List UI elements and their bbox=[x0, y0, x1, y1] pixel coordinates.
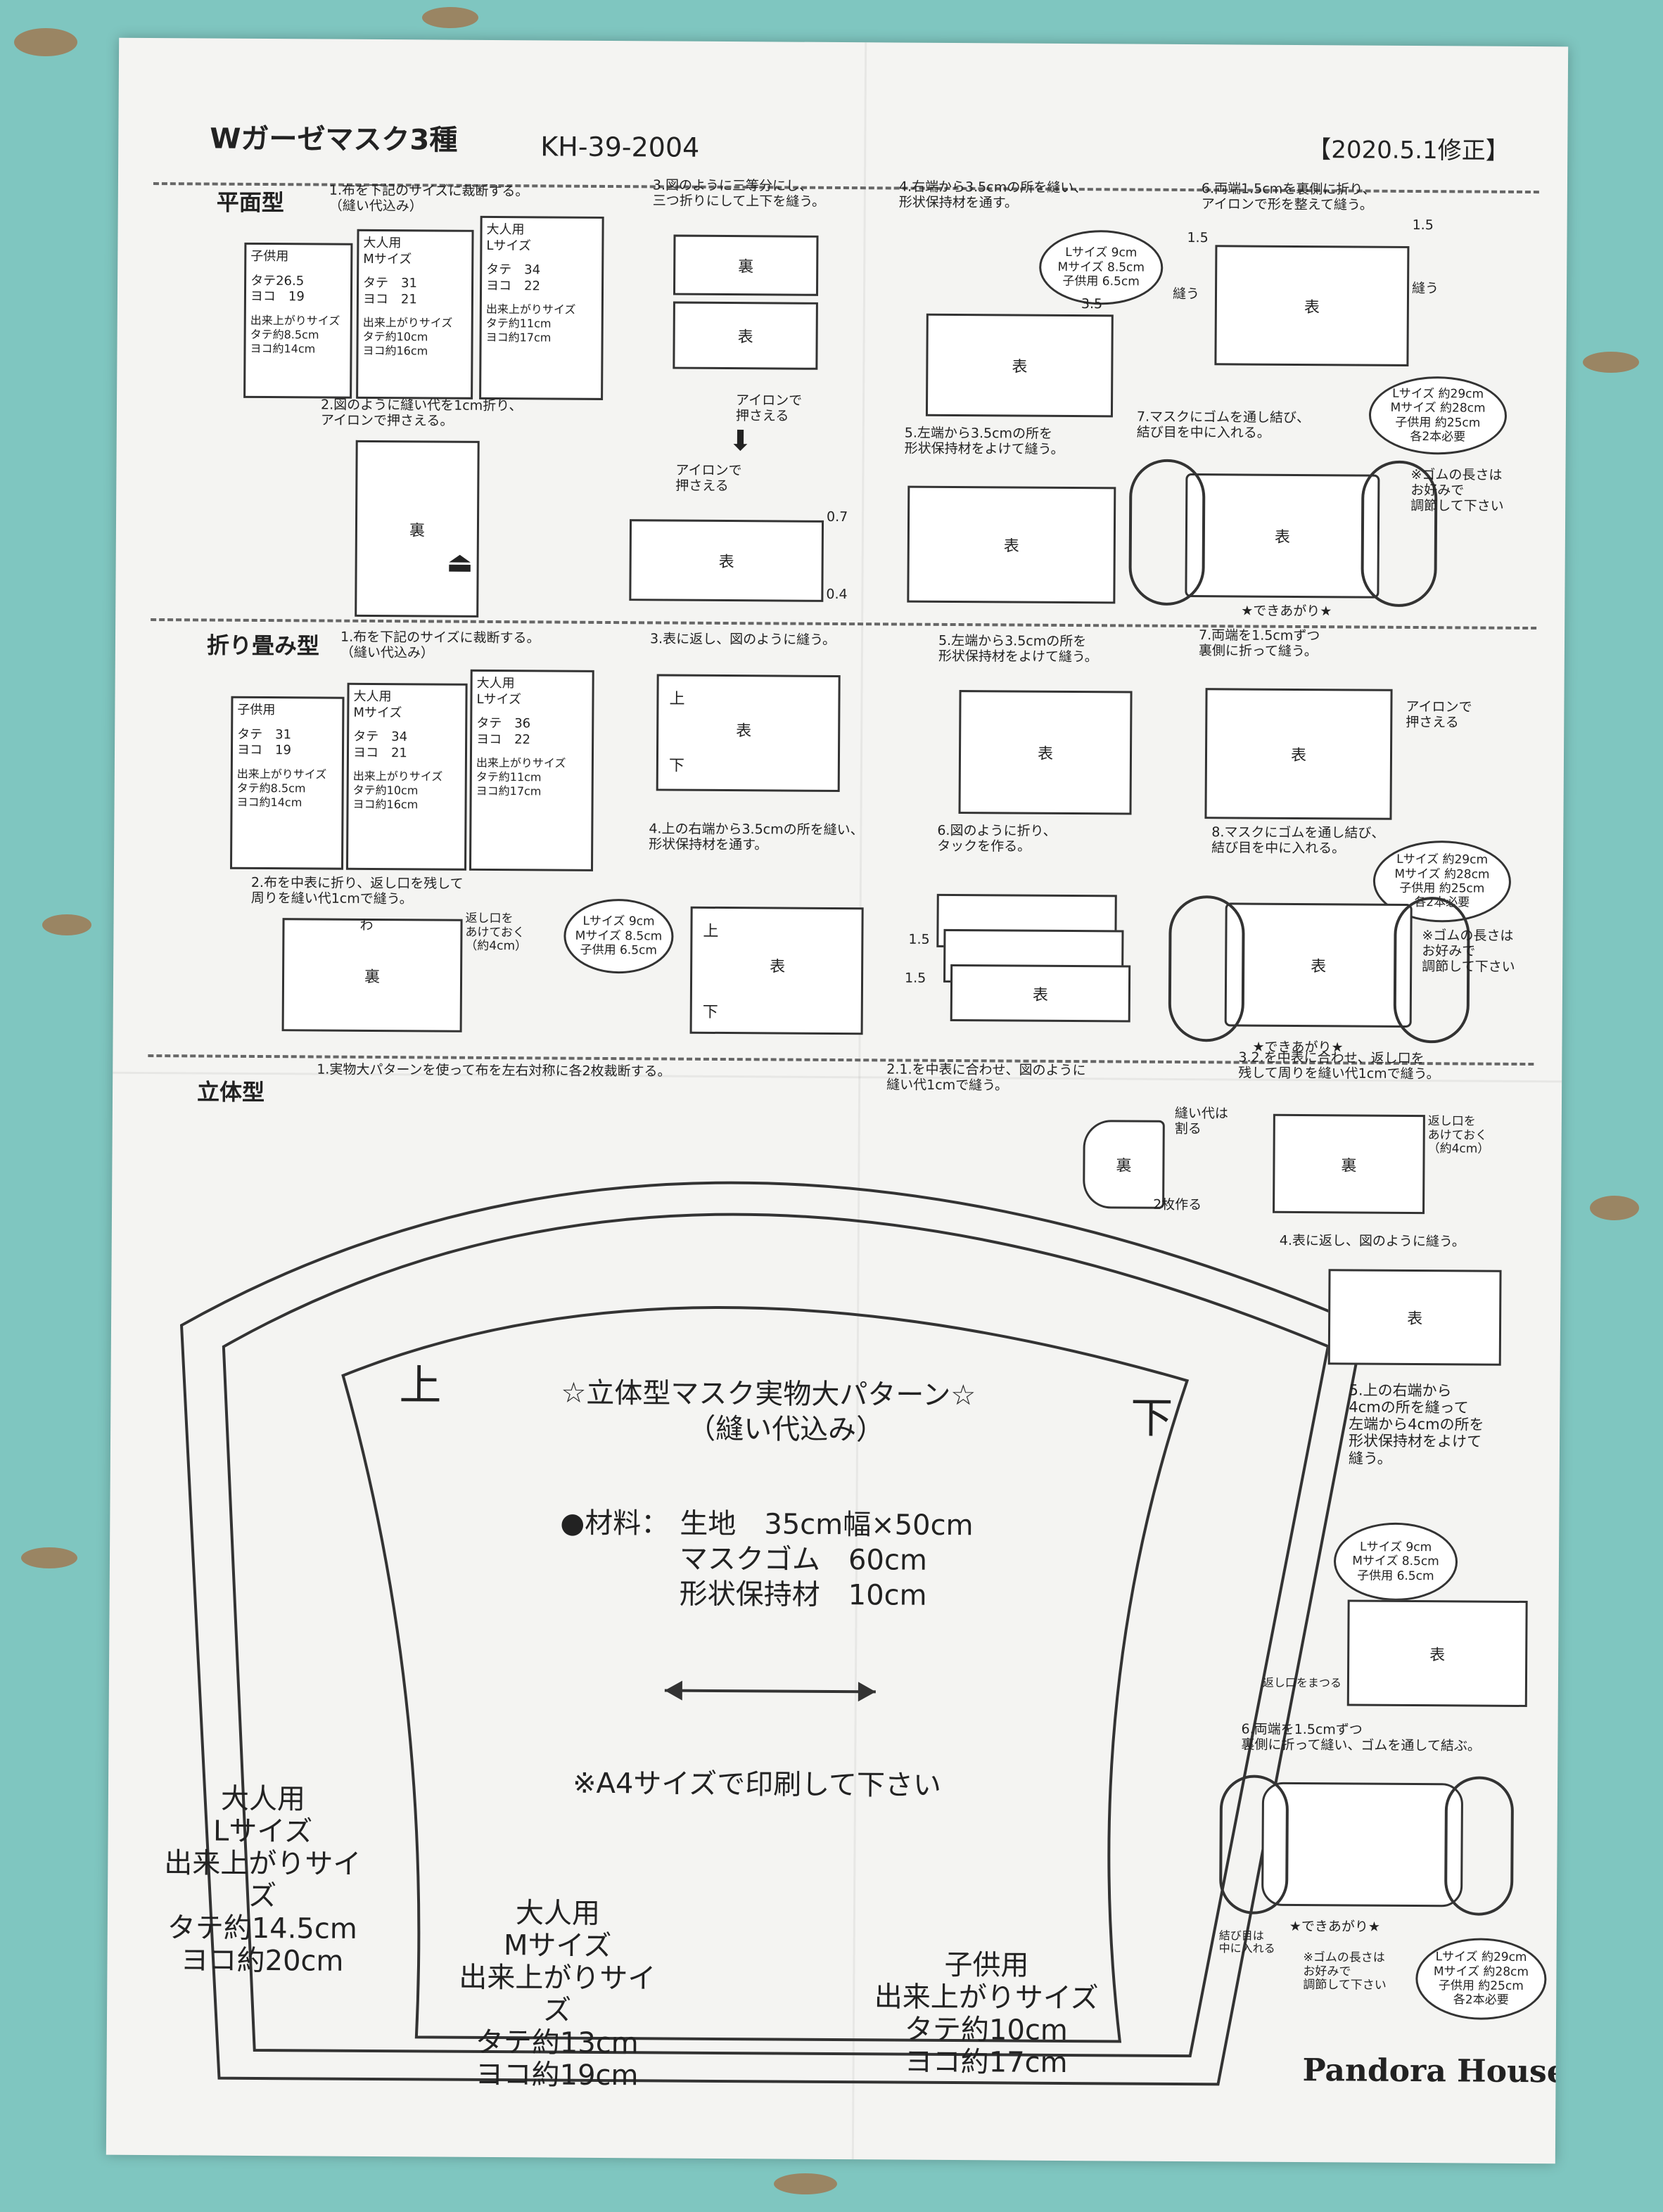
grain-arrow-line bbox=[664, 1689, 876, 1694]
fabric-diagram: 裏 bbox=[1273, 1113, 1425, 1215]
wire-size-callout: Lサイズ 9cm Mサイズ 8.5cm 子供用 6.5cm bbox=[1333, 1522, 1458, 1602]
fabric-diagram: 裏 bbox=[1083, 1120, 1165, 1209]
fabric-diagram: 表 bbox=[1346, 1599, 1528, 1708]
mask-pattern-outline bbox=[179, 1181, 1365, 2086]
pattern-top-mark: 上 bbox=[399, 1361, 442, 1411]
instruction-sheet: Wガーゼマスク3種 KH-39-2004 【2020.5.1修正】 平面型 1.… bbox=[106, 37, 1569, 2164]
elastic-loop bbox=[1444, 1776, 1515, 1916]
mask-diagram bbox=[1261, 1782, 1464, 1907]
fabric-side-label: 表 bbox=[1429, 1646, 1446, 1664]
print-note: ※A4サイズで印刷して下さい bbox=[572, 1767, 942, 1802]
carpet-pattern bbox=[14, 28, 77, 56]
return-note: 返し口を あけておく （約4cm） bbox=[1427, 1114, 1490, 1156]
pattern-outline-l bbox=[179, 1181, 1365, 2086]
seam-note: 縫い代は 割る bbox=[1174, 1105, 1228, 1137]
pattern-subtitle: （縫い代込み） bbox=[687, 1412, 885, 1447]
rittai-step-4: 4.表に返し、図のように縫う。 bbox=[1279, 1232, 1465, 1250]
rittai-step-5: 5.上の右端から 4cmの所を縫って 左端から4cmの所を 形状保持材をよけて … bbox=[1348, 1381, 1484, 1467]
pattern-title: ☆立体型マスク実物大パターン☆ bbox=[561, 1376, 976, 1412]
carpet-pattern bbox=[1590, 1196, 1639, 1220]
carpet-pattern bbox=[21, 1547, 77, 1568]
brand-logo: Pandora House bbox=[1302, 2052, 1567, 2090]
done-label: ★できあがり★ bbox=[1289, 1918, 1380, 1935]
material-item: マスクゴム 60cm bbox=[679, 1542, 928, 1577]
elastic-loop bbox=[1218, 1775, 1289, 1914]
fabric-side-label: 裏 bbox=[1341, 1156, 1357, 1175]
knot-note: 結び目は 中に入れる bbox=[1218, 1929, 1275, 1956]
size-m-label: 大人用 Mサイズ 出来上がりサイズ タテ約13cm ヨコ約19cm bbox=[459, 1897, 656, 2092]
materials-label: ●材料： bbox=[560, 1507, 670, 1540]
pattern-bottom-mark: 下 bbox=[1130, 1393, 1173, 1443]
fabric-diagram: 表 bbox=[1327, 1269, 1502, 1366]
fabric-side-label: 表 bbox=[1407, 1310, 1423, 1329]
carpet-pattern bbox=[774, 2173, 837, 2194]
pattern-outline-m bbox=[222, 1213, 1330, 2058]
elastic-note: ※ゴムの長さは お好みで 調節して下さい bbox=[1303, 1950, 1387, 1993]
rittai-step-2: 2.1.を中表に合わせ、図のように 縫い代1cmで縫う。 bbox=[886, 1061, 1086, 1094]
carpet-pattern bbox=[422, 7, 478, 28]
piece-count: 2枚作る bbox=[1153, 1196, 1202, 1213]
rittai-step-3: 3.2.を中表に合わせ、返し口を 残して周りを縫い代1cmで縫う。 bbox=[1238, 1049, 1440, 1082]
rittai-step-6: 6.両端を1.5cmずつ 裏側に折って縫い、ゴムを通して結ぶ。 bbox=[1241, 1721, 1481, 1754]
material-item: 生地 35cm幅×50cm bbox=[680, 1507, 974, 1542]
elastic-size-callout: Lサイズ 約29cm Mサイズ 約28cm 子供用 約25cm 各2本必要 bbox=[1415, 1938, 1547, 2021]
size-l-label: 大人用 Lサイズ 出来上がりサイズ タテ約14.5cm ヨコ約20cm bbox=[164, 1782, 362, 1978]
pattern-outline-child bbox=[341, 1306, 1190, 2043]
size-child-label: 子供用 出来上がりサイズ タテ約10cm ヨコ約17cm bbox=[874, 1948, 1099, 2080]
return-close-note: 返し口をまつる bbox=[1262, 1675, 1342, 1690]
fabric-side-label: 裏 bbox=[1116, 1157, 1132, 1175]
carpet-pattern bbox=[42, 914, 91, 935]
carpet-pattern bbox=[1583, 352, 1639, 373]
material-item: 形状保持材 10cm bbox=[679, 1578, 927, 1612]
